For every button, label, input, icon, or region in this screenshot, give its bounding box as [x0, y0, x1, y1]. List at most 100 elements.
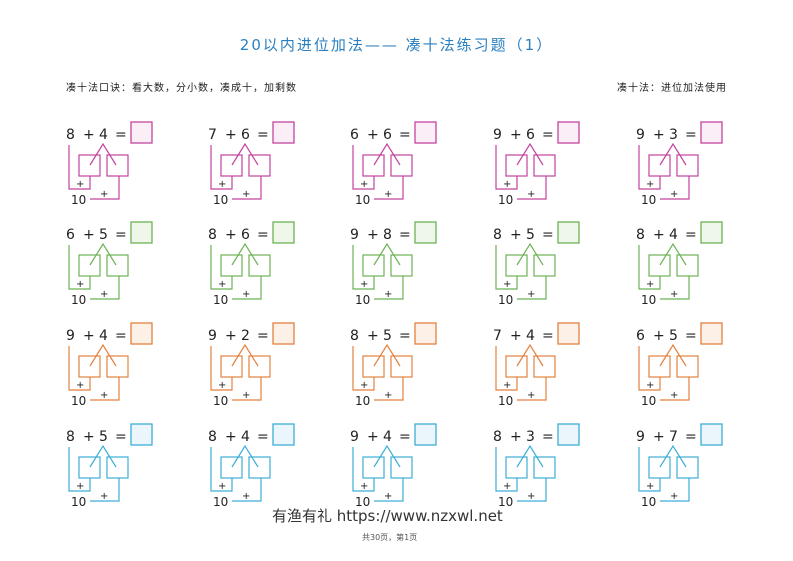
split-box-right[interactable]: [533, 456, 556, 479]
bracket-right: [517, 377, 547, 401]
plus-sign: +: [670, 189, 678, 200]
answer-box[interactable]: [272, 221, 295, 244]
split-box-right[interactable]: [533, 254, 556, 277]
split-box-right[interactable]: [676, 355, 699, 378]
addend-a: 9: [350, 227, 359, 243]
answer-box[interactable]: [414, 121, 437, 144]
split-box-right[interactable]: [106, 254, 129, 277]
ten-label: 10: [355, 495, 370, 509]
plus-sign: +: [360, 380, 368, 391]
plus-sign: +: [225, 227, 237, 243]
split-box-left[interactable]: [78, 355, 101, 378]
addend-b: 2: [241, 328, 250, 344]
addend-b: 6: [241, 127, 250, 143]
plus-sign: +: [384, 189, 392, 200]
problem: 6+5=++10: [636, 322, 723, 408]
split-box-left[interactable]: [362, 254, 385, 277]
bracket-right: [517, 478, 547, 502]
plus-sign: +: [527, 189, 535, 200]
ten-label: 10: [498, 495, 513, 509]
answer-box[interactable]: [130, 121, 153, 144]
split-box-right[interactable]: [676, 456, 699, 479]
answer-box[interactable]: [700, 423, 723, 446]
equals-sign: =: [685, 227, 697, 243]
problem: 8+4=++10: [208, 423, 295, 509]
rule-usage: 凑十法：进位加法使用: [617, 83, 727, 94]
answer-box[interactable]: [557, 423, 580, 446]
split-box-right[interactable]: [533, 355, 556, 378]
answer-box[interactable]: [130, 423, 153, 446]
split-box-left[interactable]: [505, 254, 528, 277]
split-box-left[interactable]: [648, 456, 671, 479]
split-box-right[interactable]: [106, 355, 129, 378]
split-box-left[interactable]: [505, 355, 528, 378]
answer-box[interactable]: [272, 322, 295, 345]
addend-b: 3: [669, 127, 678, 143]
problem: 8+4=++10: [66, 121, 153, 207]
split-lines: [231, 242, 259, 266]
split-box-left[interactable]: [220, 355, 243, 378]
split-lines: [231, 343, 259, 367]
answer-box[interactable]: [414, 322, 437, 345]
split-box-left[interactable]: [362, 355, 385, 378]
split-box-right[interactable]: [390, 355, 413, 378]
addend-b: 4: [383, 429, 392, 445]
plus-sign: +: [384, 491, 392, 502]
split-box-right[interactable]: [106, 154, 129, 177]
addend-a: 8: [493, 227, 502, 243]
split-box-left[interactable]: [78, 154, 101, 177]
split-box-left[interactable]: [362, 154, 385, 177]
split-box-left[interactable]: [648, 355, 671, 378]
split-box-right[interactable]: [248, 355, 271, 378]
split-box-right[interactable]: [106, 456, 129, 479]
split-box-right[interactable]: [248, 456, 271, 479]
split-box-left[interactable]: [362, 456, 385, 479]
split-box-right[interactable]: [248, 154, 271, 177]
split-box-left[interactable]: [648, 254, 671, 277]
plus-sign: +: [653, 127, 665, 143]
split-box-left[interactable]: [78, 456, 101, 479]
split-box-left[interactable]: [220, 456, 243, 479]
ten-label: 10: [641, 495, 656, 509]
split-lines: [516, 242, 544, 266]
split-box-left[interactable]: [505, 154, 528, 177]
equals-sign: =: [685, 127, 697, 143]
addend-a: 9: [636, 429, 645, 445]
addend-a: 9: [66, 328, 75, 344]
bracket-left: [210, 245, 233, 290]
split-box-right[interactable]: [533, 154, 556, 177]
split-box-left[interactable]: [78, 254, 101, 277]
bracket-right: [232, 176, 262, 200]
split-box-right[interactable]: [676, 254, 699, 277]
split-box-right[interactable]: [390, 456, 413, 479]
split-box-left[interactable]: [220, 254, 243, 277]
answer-box[interactable]: [700, 121, 723, 144]
plus-sign: +: [83, 429, 95, 445]
addend-b: 5: [383, 328, 392, 344]
plus-sign: +: [646, 380, 654, 391]
split-box-right[interactable]: [248, 254, 271, 277]
addend-a: 8: [208, 227, 217, 243]
answer-box[interactable]: [272, 423, 295, 446]
answer-box[interactable]: [272, 121, 295, 144]
split-box-left[interactable]: [220, 154, 243, 177]
answer-box[interactable]: [414, 423, 437, 446]
bracket-right: [374, 377, 404, 401]
answer-box[interactable]: [557, 322, 580, 345]
addend-a: 7: [493, 328, 502, 344]
split-box-left[interactable]: [505, 456, 528, 479]
split-box-right[interactable]: [390, 254, 413, 277]
answer-box[interactable]: [557, 121, 580, 144]
addend-b: 4: [669, 227, 678, 243]
answer-box[interactable]: [557, 221, 580, 244]
answer-box[interactable]: [700, 322, 723, 345]
answer-box[interactable]: [414, 221, 437, 244]
answer-box[interactable]: [130, 221, 153, 244]
split-lines: [373, 343, 401, 367]
split-box-right[interactable]: [676, 154, 699, 177]
split-box-left[interactable]: [648, 154, 671, 177]
answer-box[interactable]: [700, 221, 723, 244]
answer-box[interactable]: [130, 322, 153, 345]
bracket-left: [352, 245, 375, 290]
split-box-right[interactable]: [390, 154, 413, 177]
